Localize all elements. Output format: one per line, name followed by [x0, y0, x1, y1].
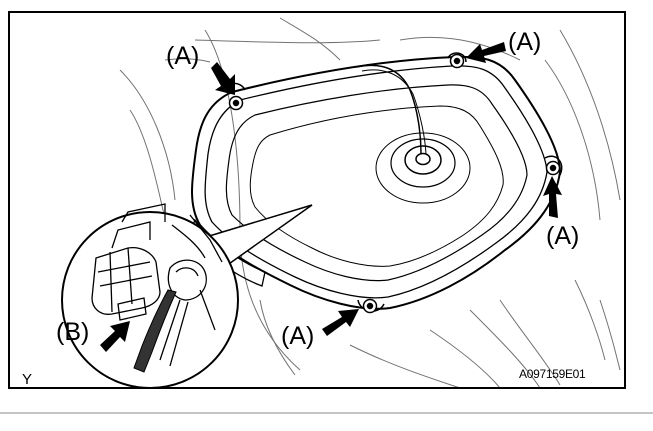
wire-harness [133, 289, 177, 373]
arrow-b [100, 321, 130, 352]
bolt-a-right [545, 160, 561, 176]
bolt-a-bottom [362, 298, 378, 314]
detail-inset [61, 203, 239, 389]
connector-lock-tab [117, 297, 147, 321]
callout-arrows [100, 42, 562, 352]
speaker-cone [249, 105, 504, 267]
bolt-a-top-right [449, 53, 465, 69]
callout-a-top-left: (A) [166, 42, 199, 70]
arrow-a-bottom [322, 309, 359, 336]
lead-wire [355, 64, 422, 155]
view-letter: Y [22, 371, 32, 388]
speaker-flange-outer [191, 55, 562, 310]
arrow-a-top-left [211, 62, 235, 95]
callout-a-right: (A) [546, 222, 579, 250]
speaker-assembly [189, 52, 563, 312]
arrow-a-top-right [466, 42, 506, 63]
detail-leader [195, 204, 313, 267]
speaker-basket [225, 84, 528, 282]
callout-a-bottom: (A) [281, 322, 314, 350]
arrow-a-right [543, 176, 562, 218]
figure-frame [8, 11, 626, 389]
connector-housing [91, 246, 161, 315]
background-panel-lines [119, 17, 621, 389]
bolt-markers [228, 53, 561, 314]
center-cap [415, 152, 431, 166]
center-ring-mid [390, 138, 456, 188]
callout-b: (B) [56, 318, 89, 346]
lead-wire-edge [361, 69, 427, 155]
bolt-a-top-left [228, 95, 244, 111]
center-ring-outer [375, 132, 471, 204]
speaker-flange-inner [204, 65, 548, 299]
callout-a-top-right: (A) [508, 28, 541, 56]
figure-code: A097159E01 [519, 367, 586, 381]
center-ring-inner [404, 145, 442, 175]
